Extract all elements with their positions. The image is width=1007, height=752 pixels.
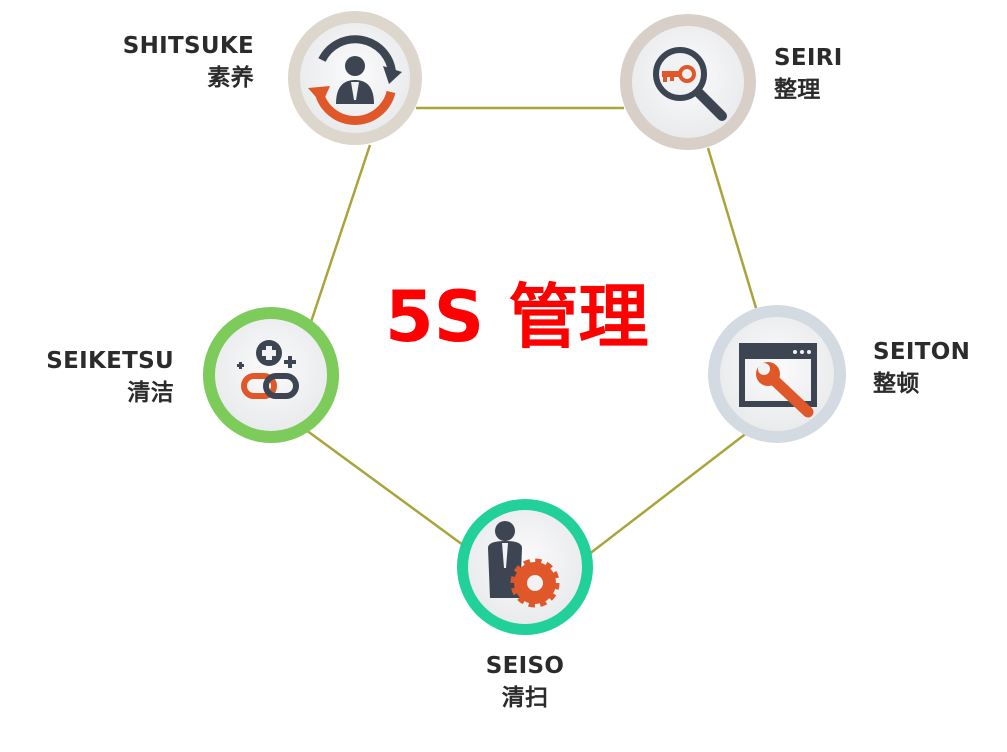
label-cn: 清洁 xyxy=(127,380,174,406)
connector-lines xyxy=(305,106,758,556)
label-seiso: SEISO 清扫 xyxy=(445,650,605,714)
label-seiton: SEITON 整顿 xyxy=(873,336,998,400)
label-seiri: SEIRI 整理 xyxy=(774,42,894,106)
label-cn: 素养 xyxy=(207,65,254,91)
connector-seiso-seiketsu xyxy=(305,428,464,547)
connector-seiton-seiso xyxy=(587,431,749,556)
person-cycle-icon xyxy=(308,35,402,125)
label-cn: 整理 xyxy=(774,77,821,103)
center-title: 5S 管理 xyxy=(385,276,649,358)
key-magnifier-icon xyxy=(653,47,727,121)
connector-seiri-seiton xyxy=(706,147,758,309)
node-shitsuke xyxy=(288,11,422,145)
label-roman: SEITON xyxy=(873,339,971,365)
label-roman: SEIKETSU xyxy=(46,348,174,374)
label-roman: SEIRI xyxy=(774,45,843,71)
node-seiton xyxy=(708,305,846,443)
node-seiso xyxy=(457,499,593,635)
connector-seiketsu-shitsuke xyxy=(309,144,372,323)
label-roman: SHITSUKE xyxy=(122,33,254,59)
person-gear-icon xyxy=(488,521,560,608)
label-seiketsu: SEIKETSU 清洁 xyxy=(24,345,174,409)
label-roman: SEISO xyxy=(485,653,565,679)
label-cn: 整顿 xyxy=(873,371,920,397)
label-shitsuke: SHITSUKE 素养 xyxy=(114,30,254,94)
window-wrench-icon xyxy=(739,343,817,418)
node-seiketsu xyxy=(203,307,339,443)
link-plus-icon xyxy=(237,340,299,399)
node-seiri xyxy=(620,14,756,150)
label-cn: 清扫 xyxy=(501,685,549,711)
